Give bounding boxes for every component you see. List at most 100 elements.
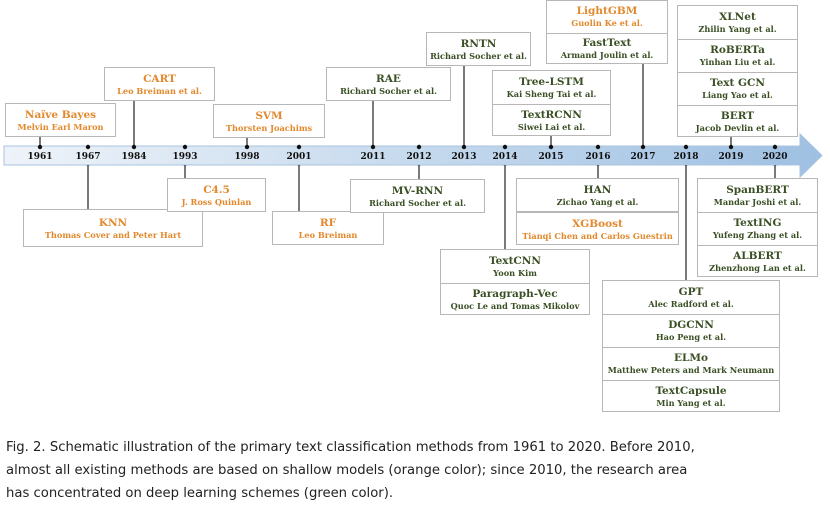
method-name: XLNet — [719, 10, 756, 23]
method-name: RNTN — [460, 38, 497, 51]
year-tick-1993 — [182, 144, 188, 150]
method-authors: Siwei Lai et al. — [517, 121, 586, 132]
year-tick-2019 — [728, 144, 734, 150]
year-tick-1967 — [85, 144, 91, 150]
year-tick-1961 — [37, 144, 43, 150]
year-label: 2019 — [718, 152, 744, 162]
method-name: BERT — [720, 109, 755, 122]
entry-divider — [678, 105, 797, 106]
year-tick-2018 — [683, 144, 689, 150]
year-label: 2018 — [673, 152, 699, 162]
method-name: XGBoost — [572, 217, 623, 230]
entry-divider — [493, 104, 610, 105]
method-authors: Leo Breiman — [298, 230, 358, 241]
method-name: DGCNN — [668, 318, 714, 331]
year-label: 2015 — [538, 152, 564, 162]
year-tick-2015 — [548, 144, 554, 150]
entry-divider — [678, 72, 797, 73]
entry-divider — [441, 283, 589, 284]
year-tick-1998 — [244, 144, 250, 150]
method-name: CART — [143, 73, 176, 86]
method-name: TextCNN — [489, 254, 541, 267]
method-authors: Min Yang et al. — [656, 397, 726, 408]
method-name: C4.5 — [203, 184, 230, 197]
method-authors: Zhilin Yang et al. — [698, 23, 777, 34]
method-authors: Mandar Joshi et al. — [713, 196, 802, 207]
year-tick-2017 — [640, 144, 646, 150]
method-name: SpanBERT — [726, 183, 789, 196]
year-label: 2014 — [492, 152, 518, 162]
year-tick-2014 — [502, 144, 508, 150]
year-label: 2017 — [630, 152, 656, 162]
year-tick-2013 — [461, 144, 467, 150]
caption-line-1: Fig. 2. Schematic illustration of the pr… — [6, 440, 695, 455]
year-label: 1998 — [234, 152, 260, 162]
year-label: 2001 — [286, 152, 312, 162]
year-tick-2020 — [772, 144, 778, 150]
method-name: LightGBM — [576, 5, 638, 18]
method-authors: Thorsten Joachims — [225, 123, 313, 134]
year-label: 2012 — [406, 152, 432, 162]
year-label: 1967 — [75, 152, 101, 162]
method-name: HAN — [583, 184, 612, 197]
method-name: SVM — [255, 110, 283, 123]
method-authors: Richard Socher et al. — [340, 86, 437, 97]
year-tick-2001 — [296, 144, 302, 150]
method-name: KNN — [98, 217, 128, 230]
method-authors: Hao Peng et al. — [655, 331, 727, 342]
year-label: 1993 — [172, 152, 198, 162]
method-name: Naïve Bayes — [24, 109, 97, 122]
entry-divider — [603, 380, 779, 381]
method-authors: Kai Sheng Tai et al. — [506, 88, 597, 99]
entry-divider — [698, 212, 817, 213]
method-authors: Zhenzhong Lan et al. — [709, 262, 806, 273]
method-authors: Yinhan Liu et al. — [699, 56, 776, 67]
method-authors: Quoc Le and Tomas Mikolov — [450, 300, 580, 311]
year-label: 2020 — [762, 152, 788, 162]
method-name: MV-RNN — [391, 185, 444, 198]
method-authors: Tianqi Chen and Carlos Guestrin — [522, 230, 673, 241]
method-name: RoBERTa — [710, 43, 765, 56]
method-name: ALBERT — [733, 249, 782, 262]
method-name: TextING — [733, 216, 782, 229]
method-authors: Richard Socher et al. — [430, 51, 527, 62]
year-tick-2011 — [370, 144, 376, 150]
method-authors: Melvin Earl Maron — [17, 122, 104, 133]
entry-divider — [698, 245, 817, 246]
method-authors: Zichao Yang et al. — [556, 197, 639, 208]
caption-line-2: almost all existing methods are based on… — [6, 463, 688, 478]
entry-divider — [603, 347, 779, 348]
entry-divider — [603, 314, 779, 315]
entry-divider — [547, 33, 667, 34]
